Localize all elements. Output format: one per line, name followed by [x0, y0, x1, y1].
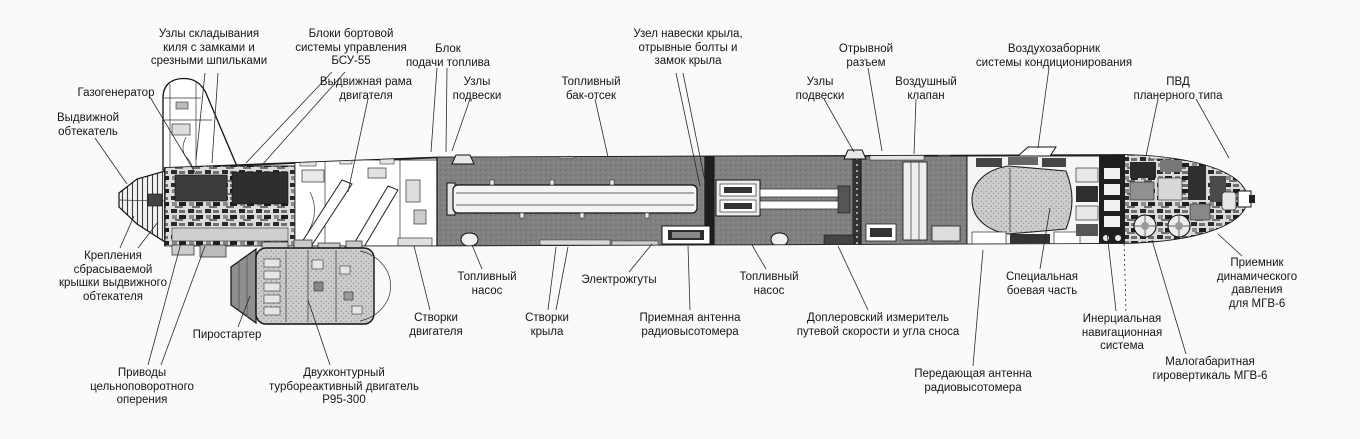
- leader-line: [1039, 207, 1051, 270]
- leader-line: [137, 221, 159, 249]
- fuselage-interior: [165, 155, 1247, 246]
- leader-line: [451, 98, 471, 152]
- engine-nacelle: [230, 239, 391, 325]
- leader-line: [307, 299, 331, 366]
- leader-lines: [94, 67, 1243, 367]
- retractable-fairing-shape: [118, 170, 166, 244]
- leader-line: [430, 67, 438, 153]
- leader-line: [149, 96, 197, 175]
- leader-line: [751, 244, 767, 270]
- leader-line: [628, 243, 653, 273]
- folded-fin-shape: [162, 77, 240, 188]
- external-fittings: [171, 146, 1255, 258]
- leader-line: [687, 245, 691, 311]
- leader-line: [823, 98, 855, 153]
- leader-line: [261, 71, 346, 166]
- leader-line: [237, 295, 251, 328]
- leader-line: [867, 67, 883, 152]
- leader-line: [1195, 98, 1230, 159]
- leader-line: [94, 137, 128, 185]
- leader-line: [211, 72, 219, 164]
- leader-line: [682, 72, 707, 187]
- leader-line: [1106, 231, 1117, 312]
- leader-line: [413, 245, 431, 311]
- leader-line: [1123, 239, 1127, 312]
- leader-line: [594, 98, 609, 158]
- leader-line: [1145, 98, 1159, 157]
- leader-line: [119, 215, 135, 249]
- leader-line: [1217, 233, 1243, 257]
- leader-line: [972, 249, 984, 367]
- leader-line: [547, 246, 557, 311]
- leader-line: [347, 98, 369, 193]
- leader-line: [675, 72, 701, 187]
- gyrovertical-units: [1133, 214, 1191, 238]
- leader-line: [837, 245, 869, 311]
- leader-line: [160, 245, 206, 366]
- leader-line: [1037, 67, 1050, 149]
- leader-line: [1151, 239, 1187, 355]
- air-intake-scoop: [1016, 146, 1057, 157]
- leader-line: [147, 242, 182, 366]
- leader-line: [245, 71, 333, 164]
- leader-line: [471, 244, 483, 270]
- leader-line: [195, 72, 206, 161]
- leader-line: [445, 67, 448, 153]
- leader-line: [913, 98, 917, 155]
- leader-line: [555, 246, 569, 311]
